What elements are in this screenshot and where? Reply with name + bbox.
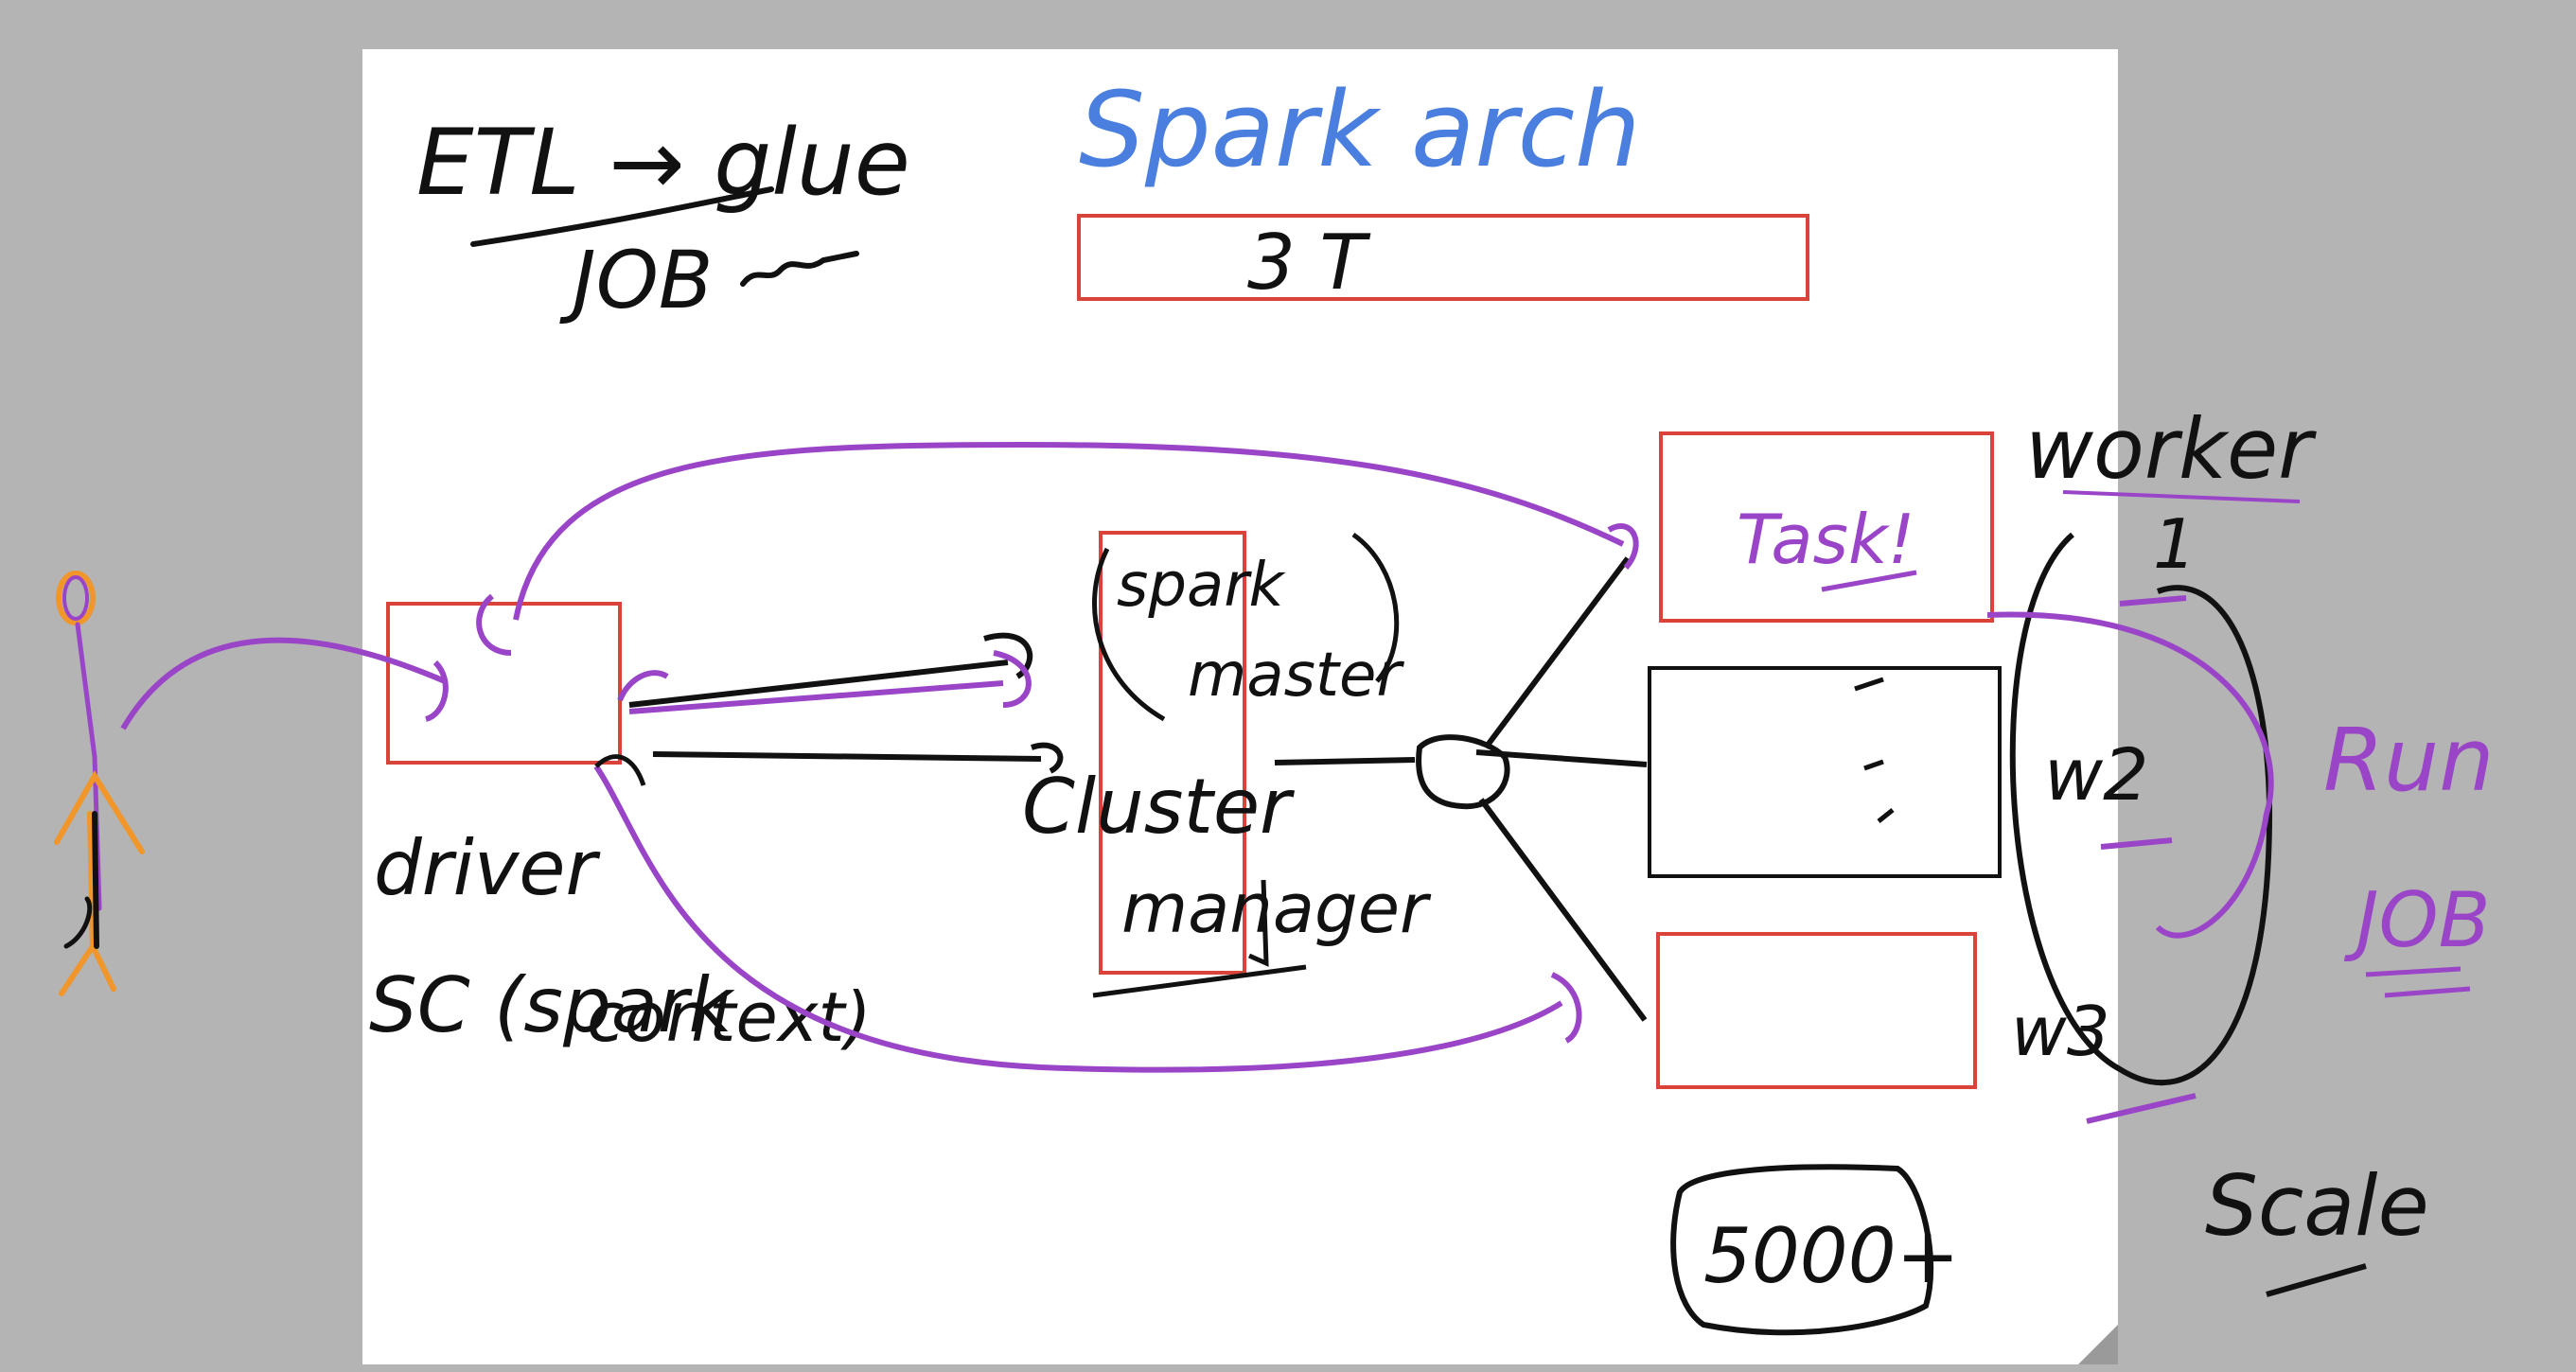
job-squiggle	[740, 251, 859, 287]
diagram-title: Spark arch	[1079, 69, 1641, 190]
spark-context-label-2: context)	[587, 977, 872, 1057]
worker-2-label: w2	[2044, 732, 2149, 817]
driver-to-master-arrow	[628, 660, 1009, 708]
worker-3-label: w3	[2011, 992, 2110, 1071]
driver-label: driver	[374, 824, 601, 912]
scale-label: Scale	[2205, 1157, 2429, 1255]
worker-title: worker	[2025, 400, 2317, 498]
user-stick-figure	[54, 571, 145, 996]
worker-box-2	[1648, 666, 2002, 878]
worker-1-label: 1	[2153, 504, 2197, 584]
worker-box-3	[1656, 932, 1977, 1089]
worker-group-ellipse	[2009, 532, 2273, 1086]
task-label: Task!	[1737, 500, 1915, 579]
cluster-hub	[1416, 734, 1510, 810]
input-box-label: 3 T	[1247, 219, 1371, 307]
cluster-manager-label: Cluster	[1022, 763, 1296, 851]
job-label: JOB	[2343, 876, 2490, 964]
cluster-manager-box	[1099, 531, 1246, 975]
driver-to-worker3-arrow	[593, 765, 1563, 1073]
driver-to-task-arrow	[513, 441, 1625, 621]
user-to-driver-arrow	[120, 637, 447, 730]
driver-box	[386, 602, 622, 765]
spark-master-bracket	[1092, 532, 1400, 722]
worker-box-1	[1659, 431, 1994, 623]
driver-to-cluster-manager-line	[652, 751, 1042, 762]
spark-master-label-2: master	[1188, 641, 1404, 711]
driver-to-master-arrow-purple	[628, 680, 1004, 714]
page-corner	[2078, 1325, 2118, 1364]
count-label: 5000+	[1703, 1212, 1960, 1300]
etl-glue-note: ETL → glue	[416, 110, 910, 216]
run-job-loop	[1986, 611, 2274, 939]
count-bubble	[1670, 1164, 1934, 1336]
etl-underline	[470, 186, 774, 247]
job-note: JOB	[559, 234, 714, 326]
spark-context-label: SC (spark	[369, 961, 735, 1049]
spark-master-label: spark	[1117, 551, 1287, 621]
input-box	[1077, 214, 1809, 301]
run-label: Run	[2323, 710, 2495, 811]
cluster-manager-label-2: manager	[1121, 869, 1432, 948]
